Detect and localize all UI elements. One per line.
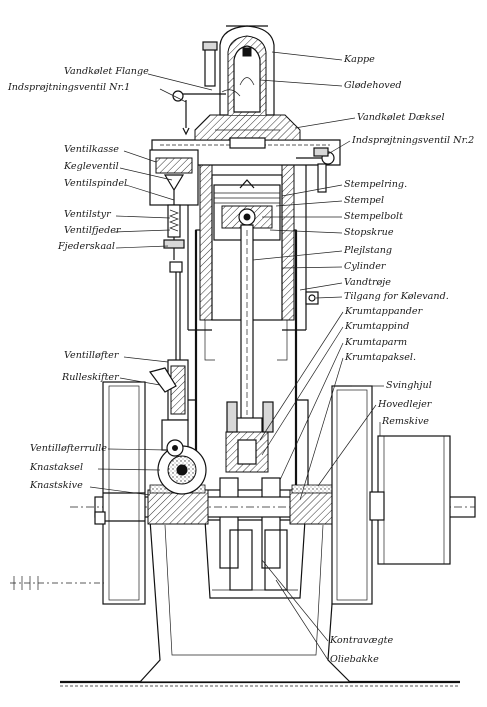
label-stempelbolt: Stempelbolt bbox=[344, 211, 403, 222]
cooling-water-inlet bbox=[305, 291, 319, 305]
label-ventilspindel: Ventilspindel bbox=[64, 178, 127, 189]
label-kontravaegte: Kontravægte bbox=[329, 635, 393, 646]
label-kappe: Kappe bbox=[343, 54, 375, 65]
label-rulleskifter: Rulleskifter bbox=[61, 372, 120, 383]
label-stopskrue: Stopskrue bbox=[344, 227, 394, 238]
leader-lines bbox=[89, 51, 384, 661]
label-remskive: Remskive bbox=[381, 416, 429, 427]
label-ventiloefterrulle: Ventilløfterrulle bbox=[30, 443, 107, 454]
label-oliebakke: Oliebakke bbox=[330, 654, 379, 665]
label-krumtaparm: Krumtaparm bbox=[344, 337, 407, 348]
label-ventilfjeder: Ventilfjeder bbox=[64, 225, 122, 236]
label-indsproejtningsventil-nr1: Indsprøjtningsventil Nr.1 bbox=[7, 82, 130, 93]
valve-box bbox=[149, 149, 199, 273]
valve-pushrod bbox=[148, 272, 189, 451]
label-ventilstyr: Ventilstyr bbox=[64, 209, 112, 220]
injection-valve-1 bbox=[172, 41, 241, 136]
belt-pulley bbox=[369, 435, 451, 565]
label-vandkolet-flange: Vandkølet Flange bbox=[64, 66, 149, 77]
label-krumtappind: Krumtappind bbox=[344, 321, 409, 332]
label-fjederskaal: Fjederskaal bbox=[57, 241, 115, 252]
label-ventiloefter: Ventilløfter bbox=[64, 350, 120, 361]
hot-bulb-and-hood bbox=[219, 25, 275, 116]
label-plejlstang: Plejlstang bbox=[343, 245, 392, 256]
label-indsproejtningsventil-nr2: Indsprøjtningsventil Nr.2 bbox=[351, 135, 474, 146]
label-svinghjul: Svinghjul bbox=[386, 380, 432, 391]
injection-valve-2 bbox=[296, 147, 335, 193]
label-tilgang-for-kolevand: Tilgang for Kølevand. bbox=[344, 291, 449, 302]
camshaft bbox=[157, 439, 207, 495]
label-stempelring: Stempelring. bbox=[344, 179, 407, 190]
label-knastaksel: Knastaksel bbox=[29, 462, 83, 473]
label-hovedlejer: Hovedlejer bbox=[377, 399, 433, 410]
crankcase-base bbox=[138, 519, 352, 683]
label-cylinder: Cylinder bbox=[344, 261, 387, 272]
label-krumtappander: Krumtappander bbox=[344, 306, 424, 317]
label-krumtapaksel: Krumtapaksel. bbox=[344, 352, 416, 363]
cylinder-head bbox=[151, 114, 341, 166]
flywheel-right bbox=[331, 385, 373, 605]
label-stempel: Stempel bbox=[344, 195, 384, 206]
flywheel-left bbox=[94, 381, 146, 605]
left-extension bbox=[10, 576, 104, 590]
label-glodehoved: Glødehoved bbox=[344, 80, 402, 91]
label-vandtroje: Vandtrøje bbox=[344, 277, 391, 288]
label-knastskive: Knastskive bbox=[29, 480, 83, 491]
label-ventilkasse: Ventilkasse bbox=[64, 144, 119, 155]
label-kegleventil: Kegleventil bbox=[63, 161, 119, 172]
label-vandkolet-daeksel: Vandkølet Dæksel bbox=[357, 112, 445, 123]
